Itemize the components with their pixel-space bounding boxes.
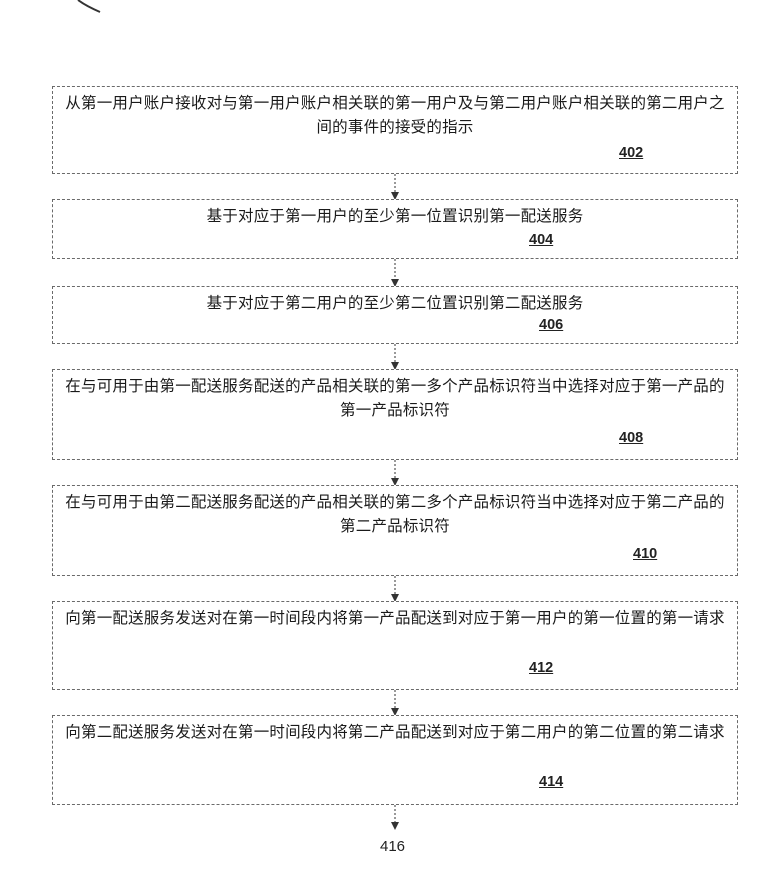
flow-step-408: 在与可用于由第一配送服务配送的产品相关联的第一多个产品标识符当中选择对应于第一产… <box>52 369 738 460</box>
step-text: 基于对应于第二用户的至少第二位置识别第二配送服务 <box>63 291 727 315</box>
step-ref: 402 <box>619 145 643 161</box>
flow-step-404: 基于对应于第一用户的至少第一位置识别第一配送服务 404 <box>52 199 738 259</box>
step-text: 基于对应于第一用户的至少第一位置识别第一配送服务 <box>63 204 727 228</box>
step-text: 向第二配送服务发送对在第一时间段内将第二产品配送到对应于第二用户的第二位置的第二… <box>63 720 727 744</box>
flow-step-412: 向第一配送服务发送对在第一时间段内将第一产品配送到对应于第一用户的第一位置的第一… <box>52 601 738 690</box>
flow-step-402: 从第一用户账户接收对与第一用户账户相关联的第一用户及与第二用户账户相关联的第二用… <box>52 86 738 174</box>
step-ref: 404 <box>529 232 553 248</box>
step-text: 向第一配送服务发送对在第一时间段内将第一产品配送到对应于第一用户的第一位置的第一… <box>63 606 727 630</box>
step-ref: 412 <box>529 660 553 676</box>
flow-step-410: 在与可用于由第二配送服务配送的产品相关联的第二多个产品标识符当中选择对应于第二产… <box>52 485 738 576</box>
flow-step-406: 基于对应于第二用户的至少第二位置识别第二配送服务 406 <box>52 286 738 344</box>
step-ref: 410 <box>633 546 657 562</box>
step-text: 从第一用户账户接收对与第一用户账户相关联的第一用户及与第二用户账户相关联的第二用… <box>63 91 727 139</box>
step-ref: 408 <box>619 430 643 446</box>
end-ref-label: 416 <box>380 838 405 855</box>
step-ref: 414 <box>539 774 563 790</box>
step-text: 在与可用于由第二配送服务配送的产品相关联的第二多个产品标识符当中选择对应于第二产… <box>63 490 727 538</box>
flow-step-414: 向第二配送服务发送对在第一时间段内将第二产品配送到对应于第二用户的第二位置的第二… <box>52 715 738 805</box>
step-ref: 406 <box>539 317 563 333</box>
lead-in-arrow-stroke <box>78 0 100 12</box>
step-text: 在与可用于由第一配送服务配送的产品相关联的第一多个产品标识符当中选择对应于第一产… <box>63 374 727 422</box>
